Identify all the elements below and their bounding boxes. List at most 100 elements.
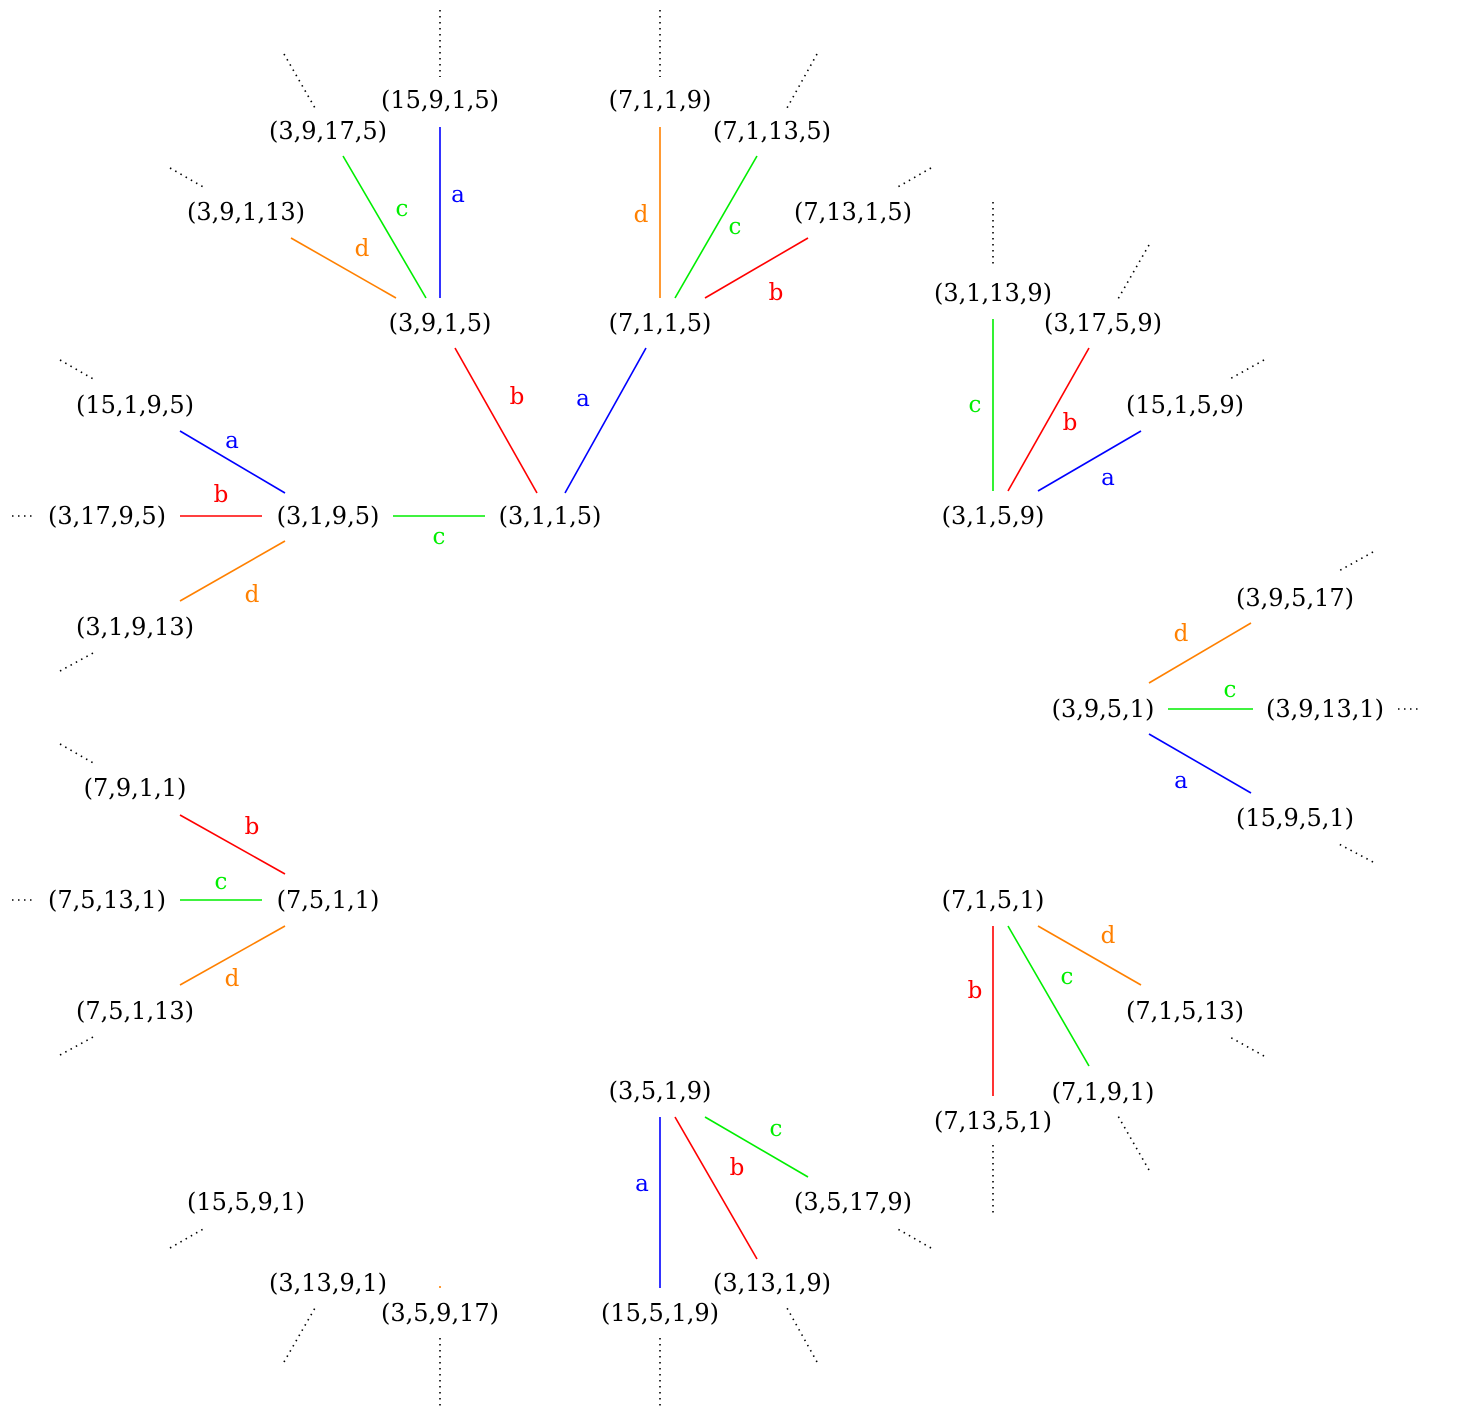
node-label: (7,1,5,1)	[942, 886, 1045, 914]
node-label: (7,1,13,5)	[713, 117, 831, 145]
continuation-lines	[12, 10, 1422, 1406]
node-label: (3,1,5,9)	[942, 502, 1045, 530]
edge-label-a: a	[451, 182, 465, 208]
edge-label-c: c	[396, 196, 409, 222]
edge-d	[179, 540, 286, 602]
continuation-line	[59, 743, 96, 765]
edge-label-d: d	[225, 966, 240, 992]
edge-d	[1037, 925, 1142, 986]
node-label: (3,9,13,1)	[1266, 695, 1384, 723]
edge-label-d: d	[1174, 621, 1189, 647]
continuation-line	[59, 359, 96, 381]
edge-label-c: c	[969, 392, 982, 418]
node-label: (3,9,5,1)	[1052, 695, 1155, 723]
edge-c	[674, 155, 758, 299]
edge-b	[1007, 347, 1090, 492]
node-label: (3,9,1,13)	[187, 198, 305, 226]
node-label: (7,5,13,1)	[48, 886, 166, 914]
node-label: (3,17,5,9)	[1044, 309, 1162, 337]
edge-label-c: c	[433, 524, 446, 550]
edge-label-a: a	[225, 428, 239, 454]
nodes: (3,1,1,5)(3,1,9,5)(3,9,1,5)(7,1,1,5)(15,…	[48, 86, 1384, 1327]
continuation-line	[895, 1227, 932, 1249]
edge-label-b: b	[730, 1155, 745, 1181]
edge-a	[1037, 430, 1142, 492]
edge-a	[179, 430, 286, 494]
node-label: (3,5,1,9)	[609, 1077, 712, 1105]
node-label: (3,13,1,9)	[713, 1269, 831, 1297]
node-label: (7,13,1,5)	[794, 198, 912, 226]
edge-label-a: a	[1174, 768, 1188, 794]
node-label: (3,9,5,17)	[1236, 584, 1354, 612]
node-label: (15,9,5,1)	[1236, 804, 1354, 832]
edge-label-b: b	[968, 978, 983, 1004]
edge-label-d: d	[245, 582, 260, 608]
node-label: (3,1,9,5)	[277, 502, 380, 530]
edge-c	[342, 155, 427, 299]
continuation-line	[59, 651, 96, 672]
node-label: (7,5,1,13)	[76, 997, 194, 1025]
edge-d	[1148, 622, 1252, 684]
node-label: (15,9,1,5)	[381, 86, 499, 114]
edge-label-a: a	[635, 1171, 649, 1197]
node-label: (7,1,1,5)	[609, 309, 712, 337]
node-label: (7,13,5,1)	[934, 1107, 1052, 1135]
edge-b	[179, 814, 286, 875]
edge-label-c: c	[215, 869, 228, 895]
edge-d	[179, 925, 286, 986]
edge-a	[1148, 733, 1252, 794]
edge-label-c: c	[1224, 677, 1237, 703]
node-label: (7,1,9,1)	[1052, 1078, 1155, 1106]
edge-label-b: b	[214, 482, 229, 508]
continuation-line	[1117, 244, 1150, 300]
node-label: (15,5,1,9)	[601, 1299, 719, 1327]
continuation-line	[1117, 1115, 1150, 1171]
node-label: (3,9,17,5)	[269, 117, 387, 145]
edge-label-d: d	[634, 202, 649, 228]
continuation-line	[283, 53, 316, 109]
node-label: (15,1,5,9)	[1126, 391, 1244, 419]
continuation-line	[169, 167, 206, 189]
continuation-line	[1227, 359, 1265, 381]
node-label: (7,1,1,9)	[609, 86, 712, 114]
node-label: (15,5,9,1)	[187, 1188, 305, 1216]
continuation-line	[1336, 551, 1374, 573]
continuation-line	[786, 1307, 818, 1363]
edge-c	[704, 1116, 809, 1178]
node-label: (3,1,1,5)	[499, 502, 602, 530]
continuation-line	[786, 53, 818, 109]
edge-c	[1007, 925, 1090, 1067]
node-label: (7,9,1,1)	[84, 774, 187, 802]
edge-b	[704, 237, 809, 299]
node-label: (3,1,13,9)	[934, 279, 1052, 307]
continuation-line	[1227, 1035, 1265, 1057]
edge-label-c: c	[1061, 964, 1074, 990]
node-label: (7,5,1,1)	[277, 886, 380, 914]
node-label: (3,13,9,1)	[269, 1269, 387, 1297]
continuation-line	[59, 1035, 96, 1056]
node-label: (3,5,17,9)	[794, 1188, 912, 1216]
node-label: (7,1,5,13)	[1126, 997, 1244, 1025]
edge-d	[290, 237, 397, 299]
edge-label-b: b	[245, 814, 260, 840]
edge-b	[674, 1116, 758, 1260]
edge-label-d: d	[1101, 923, 1116, 949]
node-label: (3,5,9,17)	[381, 1299, 499, 1327]
node-label: (15,1,9,5)	[76, 391, 194, 419]
continuation-line	[169, 1227, 206, 1249]
edges	[179, 127, 1253, 1288]
edge-label-a: a	[576, 386, 590, 412]
edge-label-b: b	[510, 384, 525, 410]
edge-label-d: d	[355, 236, 370, 262]
edge-label-b: b	[769, 280, 784, 306]
edge-a	[564, 347, 647, 494]
edge-b	[454, 347, 538, 494]
continuation-line	[895, 167, 932, 189]
edge-label-c: c	[729, 214, 742, 240]
node-label: (3,17,9,5)	[48, 502, 166, 530]
edge-label-b: b	[1063, 410, 1078, 436]
continuation-line	[283, 1307, 316, 1363]
edge-label-a: a	[1101, 465, 1115, 491]
